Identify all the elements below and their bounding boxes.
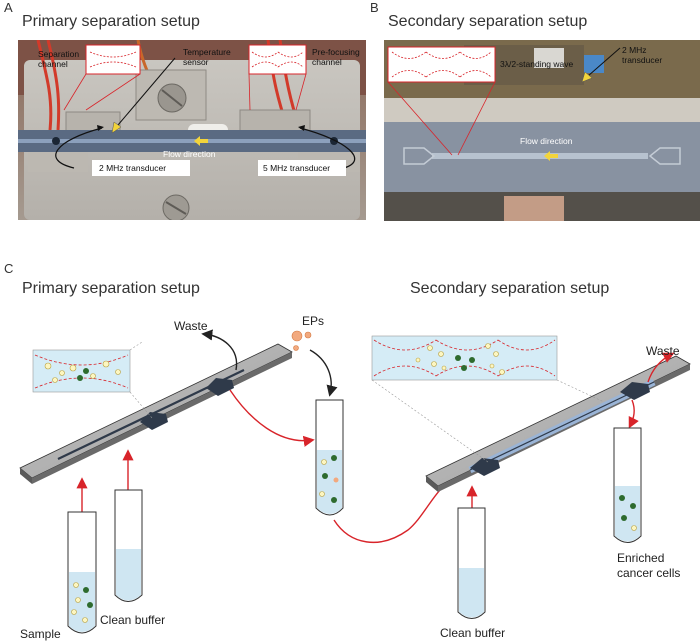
enriched-cancer-cells-label: Enriched cancer cells: [617, 551, 681, 580]
panel-b-title: Secondary separation setup: [388, 13, 588, 30]
waste-right-label: Waste: [646, 344, 680, 358]
panel-b-flow-direction: Flow direction: [520, 136, 573, 146]
sample-tube: [67, 511, 97, 634]
inset-left-cells: [44, 360, 121, 383]
waste-left-label: Waste: [174, 319, 208, 333]
clean-buffer-tube-right: [457, 507, 486, 619]
transducer-2mhz-label-b: 2 MHz transducer: [622, 45, 663, 65]
inset-right-cells: [415, 343, 505, 375]
clean-buffer-right-label: Clean buffer: [440, 626, 506, 640]
clean-buffer-tube-left: [114, 489, 143, 602]
panel-a-letter: A: [4, 0, 13, 15]
secondary-chip: [425, 355, 691, 492]
eps-label: EPs: [302, 314, 325, 328]
sample-label: Sample: [20, 627, 61, 641]
panel-c-title-primary: Primary separation setup: [22, 280, 200, 297]
enriched-tube: [613, 427, 642, 543]
panel-b-letter: B: [370, 0, 379, 15]
panel-a-title: Primary separation setup: [22, 13, 200, 30]
ep-particles: [291, 330, 312, 351]
separation-channel-label: Separation channel: [38, 49, 80, 69]
clean-buffer-left-label: Clean buffer: [100, 613, 166, 627]
panel-c-title-secondary: Secondary separation setup: [410, 280, 610, 297]
transducer-5mhz-label: 5 MHz transducer: [263, 163, 331, 173]
standing-wave-label: 3λ/2-standing wave: [500, 59, 574, 69]
temperature-sensor-label: Temperature sensor: [183, 47, 231, 67]
middle-tube: [315, 399, 344, 516]
transducer-2mhz-label-a: 2 MHz transducer: [99, 163, 167, 173]
panel-c-letter: C: [4, 261, 14, 276]
prefocusing-channel-label: Pre-focusing channel: [312, 47, 360, 67]
panel-a-flow-direction: Flow direction: [163, 149, 216, 159]
primary-chip: [19, 343, 293, 484]
